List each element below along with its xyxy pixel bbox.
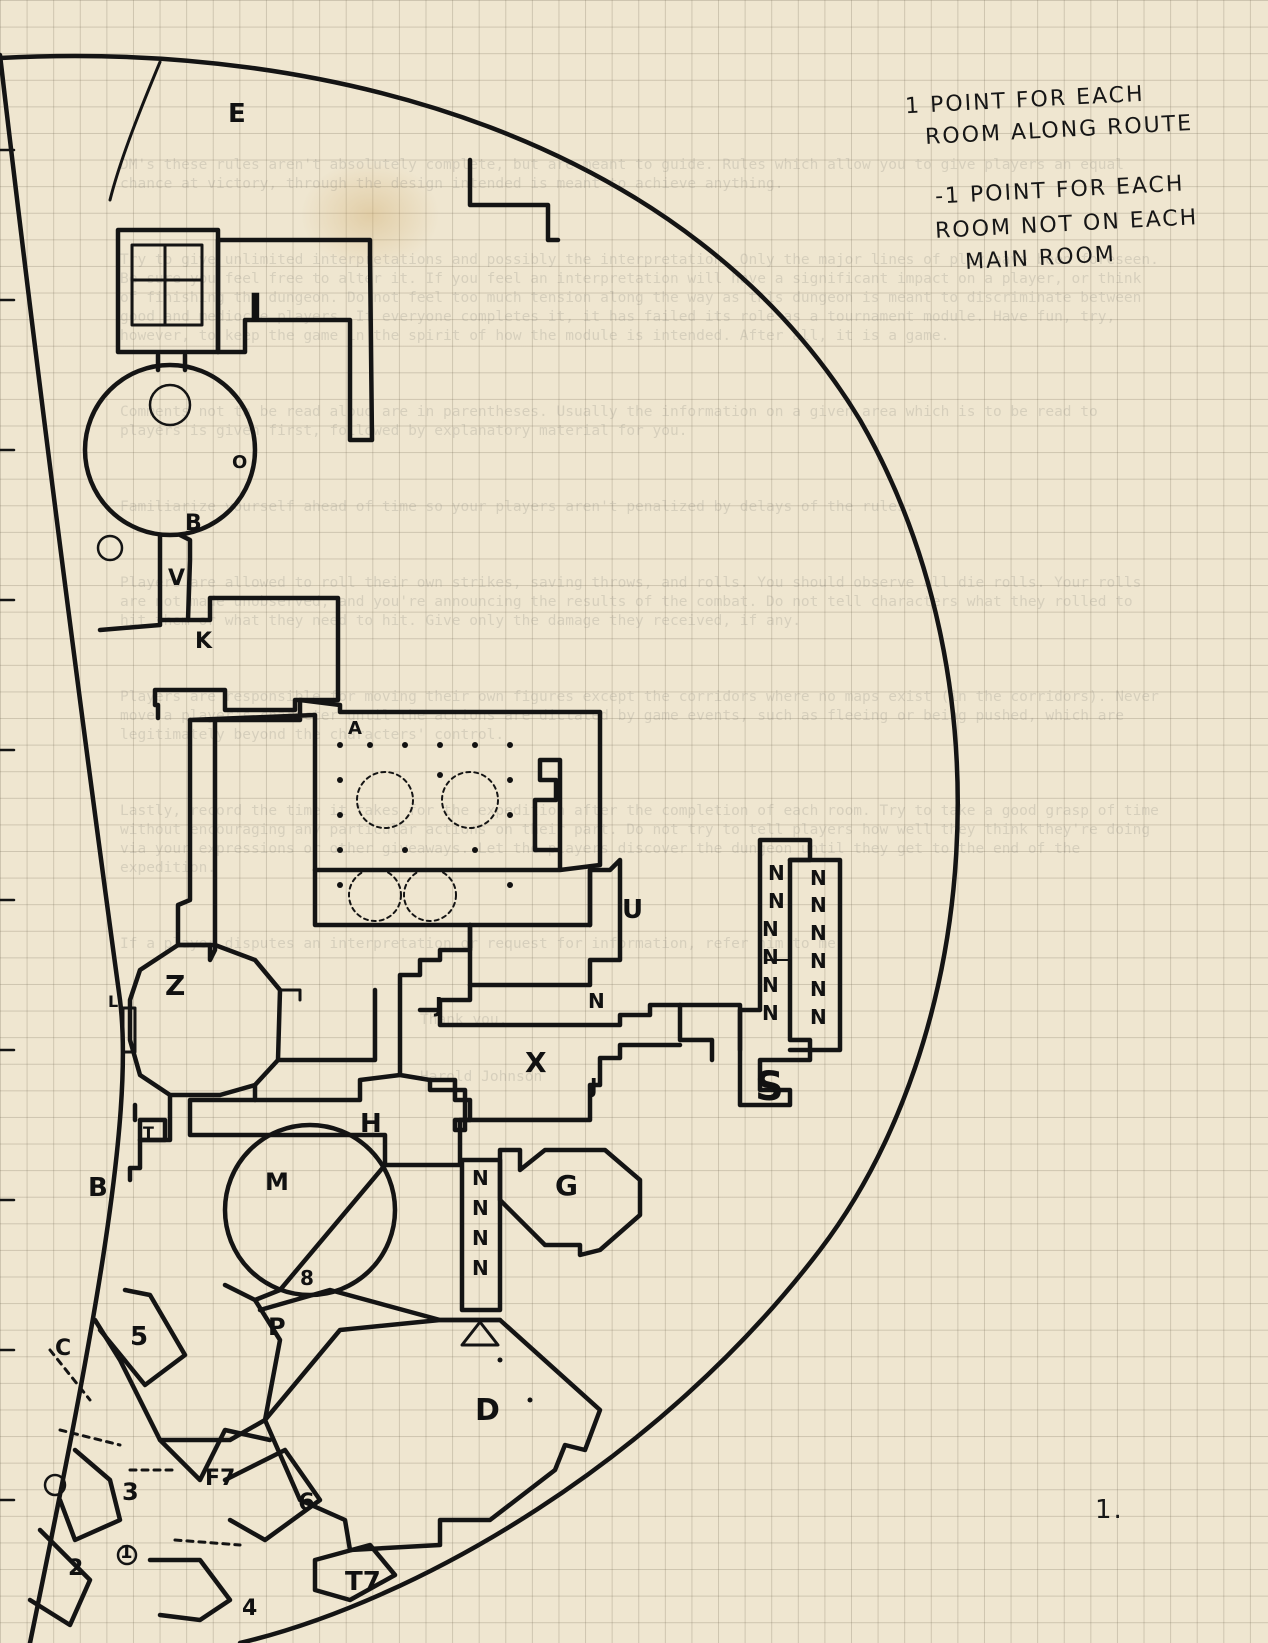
label-I: I: [248, 286, 263, 332]
room-Z: [127, 942, 283, 1098]
label-L: L: [108, 992, 118, 1011]
stair-N: N: [810, 866, 827, 890]
stair-N: N: [472, 1226, 489, 1250]
stair-N: N: [810, 977, 827, 1001]
binding-ticks: [0, 148, 16, 1502]
pillar-dots: [337, 742, 533, 1403]
stair-N: N: [472, 1256, 489, 1280]
label-D: D: [475, 1393, 500, 1428]
stair-N: N: [472, 1196, 489, 1220]
label-T: T: [143, 1123, 154, 1142]
stair-N: N: [762, 917, 779, 941]
room-P: [92, 1297, 283, 1443]
corridor-Z-east: [252, 922, 473, 1103]
room-A: [187, 697, 603, 873]
room-G: [497, 1147, 643, 1258]
room-E-ledge: [467, 157, 561, 243]
label-K: K: [195, 629, 213, 654]
room-D: [262, 1317, 603, 1553]
stair-N: N: [472, 1166, 489, 1190]
room-3: [57, 1447, 123, 1543]
room-6: [222, 1447, 323, 1543]
stair-N: N: [588, 989, 605, 1013]
room-F: [157, 1427, 273, 1483]
label-J: J: [433, 993, 442, 1017]
room-C-cluster: [48, 1348, 242, 1547]
room-L: [121, 1006, 137, 1054]
label-T7: T7: [345, 1567, 381, 1597]
room-2: [27, 1527, 93, 1628]
label-Z: Z: [165, 969, 185, 1002]
room-T: [132, 1102, 168, 1143]
west-corridor: [175, 717, 218, 963]
outer-boundary-arc: [0, 53, 960, 1643]
label-2: 2: [68, 1556, 83, 1581]
label-4: 4: [242, 1596, 257, 1621]
page-number: 1.: [1095, 1495, 1124, 1525]
label-S: S: [755, 1064, 784, 1110]
label-3: 3: [122, 1478, 139, 1506]
label-C: C: [55, 1336, 71, 1361]
rough-curve: [108, 60, 162, 202]
stair-N: N: [762, 945, 779, 969]
room-O-inner: [148, 383, 192, 427]
label-F7: F7: [205, 1466, 235, 1491]
stair-N: N: [810, 1005, 827, 1029]
room-U: [467, 857, 623, 988]
marker-circle: [43, 1473, 67, 1497]
inner-boundary-curve: [0, 52, 126, 1643]
marker-circle: [96, 534, 124, 562]
label-B: B: [88, 1173, 108, 1203]
room-O: [82, 362, 258, 538]
label-6: 6: [298, 1488, 315, 1516]
corridor-H: [127, 1077, 473, 1183]
label-1: 1: [120, 1542, 133, 1563]
label-O: O: [232, 452, 247, 473]
stair-N: N: [762, 1001, 779, 1025]
room-K: [97, 595, 341, 721]
label-U: U: [622, 895, 643, 925]
label-A: A: [348, 718, 362, 739]
label-X: X: [525, 1046, 547, 1079]
label-M: M: [265, 1168, 289, 1196]
stair-N: N: [810, 921, 827, 945]
label-B: B: [185, 511, 202, 536]
label-P: P: [268, 1313, 286, 1341]
stair-N: N: [768, 889, 785, 913]
stair-N: N: [768, 861, 785, 885]
label-E: E: [228, 99, 246, 129]
stair-N: N: [810, 949, 827, 973]
triangle-marker: [460, 1320, 500, 1347]
label-5: 5: [130, 1322, 148, 1352]
stairs-N-south: [459, 1157, 503, 1313]
label-G: G: [555, 1169, 578, 1202]
room-4: [147, 1557, 233, 1623]
marker-circle: [116, 1544, 138, 1566]
label-H: H: [360, 1109, 382, 1139]
corridor-J: [417, 982, 715, 1063]
stair-N: N: [810, 893, 827, 917]
stair-N: N: [762, 973, 779, 997]
room-I-inner: [130, 243, 204, 327]
label-J: J: [588, 1074, 597, 1098]
room-5: [97, 1287, 188, 1388]
corridor-V: [155, 352, 193, 623]
room-I-corridor: [215, 237, 375, 443]
label-V: V: [168, 566, 185, 591]
label-8: 8: [300, 1266, 314, 1290]
room-T7: [312, 1542, 398, 1603]
room-X: [427, 1042, 683, 1133]
